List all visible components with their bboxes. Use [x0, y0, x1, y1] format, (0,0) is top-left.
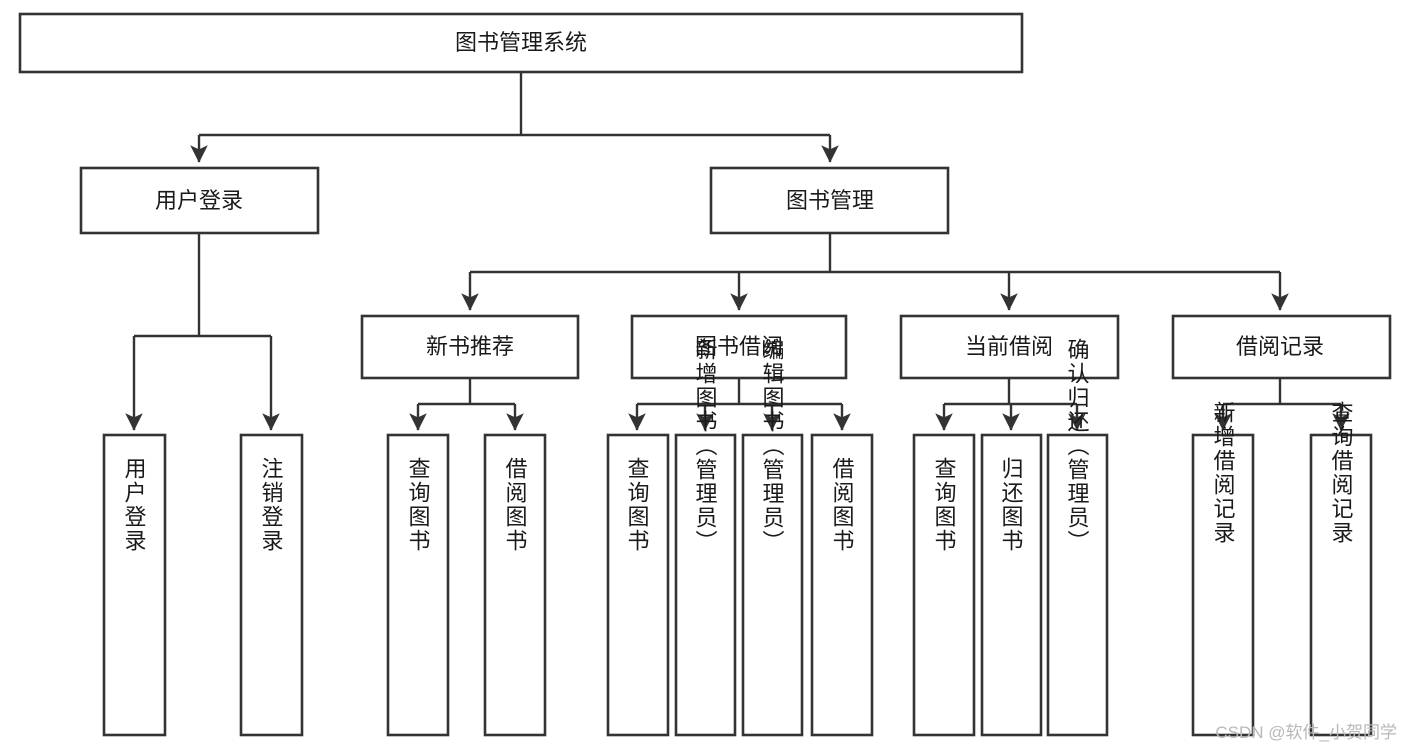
node-user-login[interactable]: 用户登录 [79, 166, 320, 235]
node-leaf-return-book-label: 归还图书 [999, 457, 1024, 553]
node-borrow-record-label: 借阅记录 [1236, 334, 1324, 359]
node-leaf-user-login-label: 用户登录 [122, 457, 147, 553]
node-leaf-user-login[interactable]: 用户登录 [102, 433, 167, 737]
node-new-book-recommend[interactable]: 新书推荐 [360, 314, 580, 380]
node-leaf-user-logout-box[interactable] [239, 433, 304, 737]
node-new-book-recommend-label: 新书推荐 [426, 334, 514, 359]
edge-group-borrow-record [1214, 379, 1350, 431]
node-book-manage-box[interactable] [709, 166, 950, 235]
node-leaf-edit-book-label: 编辑图书（管理员） [760, 338, 785, 554]
node-leaf-add-record-label: 新增借阅记录 [1211, 401, 1236, 545]
node-book-borrow[interactable]: 图书借阅 [630, 314, 848, 380]
node-leaf-query-record-label: 查询借阅记录 [1329, 401, 1354, 545]
node-leaf-query-book-2[interactable]: 查询图书 [606, 433, 670, 737]
node-leaf-query-record[interactable]: 查询借阅记录 [1309, 401, 1373, 737]
node-leaf-borrow-book-2-box[interactable] [810, 433, 874, 737]
node-leaf-return-book[interactable]: 归还图书 [980, 433, 1043, 737]
node-leaf-borrow-book-1-box[interactable] [483, 433, 547, 737]
node-leaf-query-book-1-label: 查询图书 [406, 457, 431, 553]
node-leaf-edit-book[interactable]: 编辑图书（管理员） [741, 338, 804, 737]
node-leaf-return-book-box[interactable] [980, 433, 1043, 737]
node-leaf-query-book-2-box[interactable] [606, 433, 670, 737]
node-borrow-record-box[interactable] [1171, 314, 1392, 380]
edge-group-root [190, 72, 839, 163]
node-current-borrow-label: 当前借阅 [965, 334, 1053, 359]
node-leaf-user-logout[interactable]: 注销登录 [239, 433, 304, 737]
node-user-login-box[interactable] [79, 166, 320, 235]
node-current-borrow[interactable]: 当前借阅 [899, 314, 1120, 380]
edge-group-current-borrow [935, 379, 1086, 431]
node-leaf-confirm-return-label: 确认归还（管理员） [1065, 338, 1090, 554]
edge-group-new-book-recommend [409, 379, 524, 431]
node-borrow-record[interactable]: 借阅记录 [1171, 314, 1392, 380]
edge-group-user-login [125, 233, 280, 431]
node-leaf-query-book-1-box[interactable] [386, 433, 450, 737]
node-book-manage-label: 图书管理 [786, 188, 874, 213]
edge-group-book-borrow [628, 379, 851, 431]
node-user-login-label: 用户登录 [155, 188, 243, 213]
node-leaf-query-book-3-box[interactable] [912, 433, 976, 737]
node-leaf-query-book-3[interactable]: 查询图书 [912, 433, 976, 737]
node-leaf-user-logout-label: 注销登录 [259, 457, 284, 553]
node-leaf-add-book-label: 新增图书（管理员） [693, 338, 718, 554]
node-leaf-edit-book-box[interactable] [741, 433, 804, 737]
node-leaf-query-book-2-label: 查询图书 [625, 457, 650, 553]
node-root-box[interactable] [18, 12, 1024, 74]
node-book-borrow-label: 图书借阅 [695, 334, 783, 359]
node-new-book-recommend-box[interactable] [360, 314, 580, 380]
node-current-borrow-box[interactable] [899, 314, 1120, 380]
node-leaf-add-book-box[interactable] [674, 433, 737, 737]
node-leaf-borrow-book-2[interactable]: 借阅图书 [810, 433, 874, 737]
node-book-manage[interactable]: 图书管理 [709, 166, 950, 235]
node-leaf-user-login-box[interactable] [102, 433, 167, 737]
node-root-label: 图书管理系统 [455, 30, 587, 55]
node-book-borrow-box[interactable] [630, 314, 848, 380]
node-leaf-borrow-book-2-label: 借阅图书 [830, 457, 855, 553]
node-leaf-query-book-3-label: 查询图书 [932, 457, 957, 553]
node-leaf-add-book[interactable]: 新增图书（管理员） [674, 338, 737, 737]
node-leaf-borrow-book-1-label: 借阅图书 [503, 457, 528, 553]
node-leaf-add-record[interactable]: 新增借阅记录 [1191, 401, 1255, 737]
edge-group-book-manage [461, 233, 1289, 311]
node-leaf-add-record-box[interactable] [1191, 433, 1255, 737]
node-leaf-borrow-book-1[interactable]: 借阅图书 [483, 433, 547, 737]
node-leaf-confirm-return-box[interactable] [1046, 433, 1109, 737]
node-root[interactable]: 图书管理系统 [18, 12, 1024, 74]
csdn-watermark: CSDN @软件_小贺同学 [1215, 723, 1397, 742]
node-leaf-confirm-return[interactable]: 确认归还（管理员） [1046, 338, 1109, 737]
node-leaf-query-record-box[interactable] [1309, 433, 1373, 737]
node-leaf-query-book-1[interactable]: 查询图书 [386, 433, 450, 737]
